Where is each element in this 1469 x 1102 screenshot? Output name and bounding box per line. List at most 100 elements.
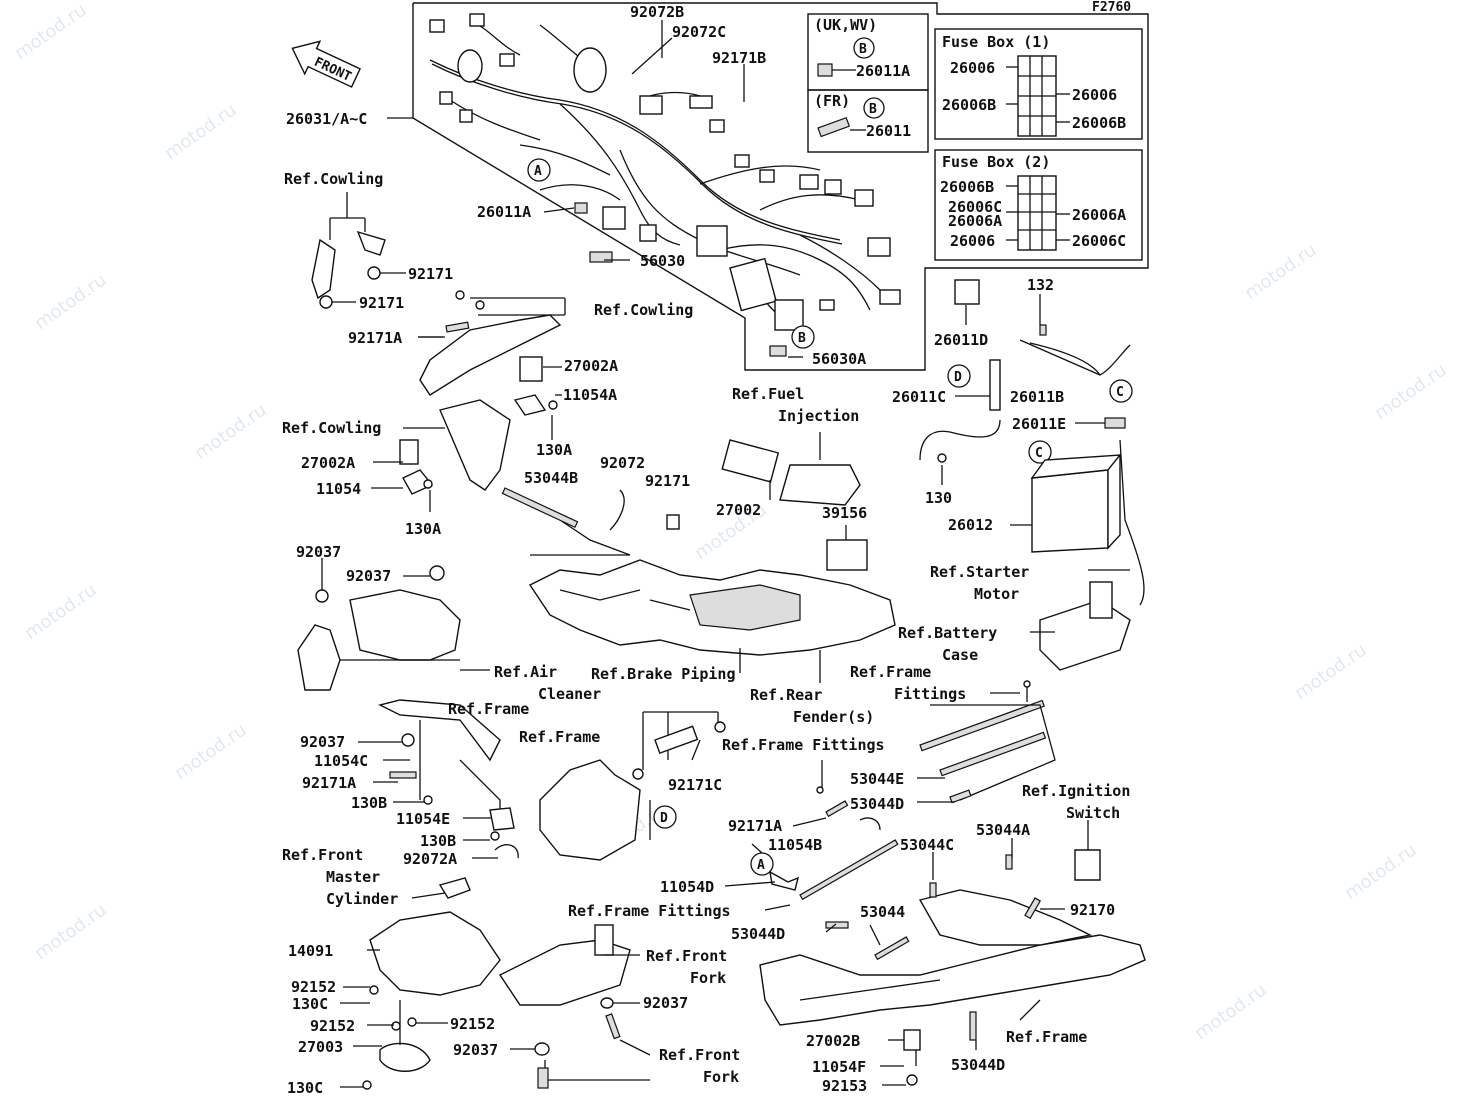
- part-label: 26011C: [892, 388, 946, 406]
- part-label: 11054B: [768, 836, 822, 854]
- part-label: 92152: [450, 1015, 495, 1033]
- part-label: 11054: [316, 480, 361, 498]
- marker-c: C: [1035, 446, 1043, 461]
- marker-d: D: [954, 370, 962, 385]
- fuse-box-1-title: Fuse Box (1): [942, 33, 1050, 51]
- part-label: 26012: [948, 516, 993, 534]
- ref-label: Ref.Front: [282, 846, 363, 864]
- watermark-text: motod.ru: [21, 580, 101, 645]
- part-label: 130B: [351, 794, 387, 812]
- brake-piping: [539, 711, 726, 861]
- watermark-text: motod.ru: [161, 100, 241, 165]
- ref-label: Ref.Rear: [750, 686, 822, 704]
- ref-label: Ref.Cowling: [594, 301, 693, 319]
- ref-label: Fork: [690, 969, 726, 987]
- part-label: 27002B: [806, 1032, 860, 1050]
- part-label: 53044C: [900, 836, 954, 854]
- part-label: 92171C: [668, 776, 722, 794]
- part-label: 92171: [645, 472, 690, 490]
- part-label: 53044: [860, 903, 905, 921]
- fuse-box-2-title: Fuse Box (2): [942, 153, 1050, 171]
- harness-group-outline: [412, 2, 1149, 371]
- part-label: 53044D: [951, 1056, 1005, 1074]
- ref-label: Fender(s): [793, 708, 874, 726]
- part-label: 11054D: [660, 878, 714, 896]
- main-wiring-harness: [429, 13, 901, 357]
- marker-b: B: [869, 102, 877, 117]
- part-label: 92171B: [712, 49, 766, 67]
- watermark-text: motod.ru: [11, 0, 91, 64]
- fuse-label: 26006: [1072, 86, 1117, 104]
- air-cleaner-cover: [297, 565, 490, 691]
- part-label: 92072: [600, 454, 645, 472]
- part-label: 26011D: [934, 331, 988, 349]
- watermark-text: motod.ru: [171, 720, 251, 785]
- part-label: 92072A: [403, 850, 457, 868]
- part-label: 130A: [405, 520, 441, 538]
- fuse-label: 26006: [950, 59, 995, 77]
- ref-label: Ref.Air: [494, 663, 557, 681]
- ref-label: Fittings: [894, 685, 966, 703]
- part-label: 130B: [420, 832, 456, 850]
- ref-label: Ref.Front: [646, 947, 727, 965]
- marker-b: B: [859, 42, 867, 57]
- part-label: 53044A: [976, 821, 1030, 839]
- ref-label: Fork: [703, 1068, 739, 1086]
- part-label: 11054F: [812, 1058, 866, 1076]
- part-label: 14091: [288, 942, 333, 960]
- ref-label: Ref.Ignition: [1022, 782, 1130, 800]
- ref-label: Ref.Frame: [519, 728, 600, 746]
- watermark-text: motod.ru: [31, 270, 111, 335]
- ref-label: Ref.Frame Fittings: [722, 736, 885, 754]
- part-label: 130C: [292, 995, 328, 1013]
- part-label: 92170: [1070, 901, 1115, 919]
- fuse-label: 26006A: [1072, 206, 1126, 224]
- ref-label: Switch: [1066, 804, 1120, 822]
- fuse-label: 26006C: [1072, 232, 1126, 250]
- part-label: 92152: [291, 978, 336, 996]
- ref-label: Cylinder: [326, 890, 398, 908]
- part-label: 11054A: [563, 386, 617, 404]
- part-26011-fr: 26011: [866, 122, 911, 140]
- part-label: 92171: [408, 265, 453, 283]
- marker-c: C: [1116, 385, 1124, 400]
- ref-label: Motor: [974, 585, 1019, 603]
- ref-label: Ref.Frame: [448, 700, 529, 718]
- ref-label: Ref.Starter: [930, 563, 1029, 581]
- part-label: 92037: [346, 567, 391, 585]
- frame-and-strips: [759, 680, 1146, 1086]
- part-label: 53044D: [731, 925, 785, 943]
- part-label: 130A: [536, 441, 572, 459]
- part-label: 53044D: [850, 795, 904, 813]
- part-label: 92037: [453, 1041, 498, 1059]
- part-label: 53044E: [850, 770, 904, 788]
- part-label: 39156: [822, 504, 867, 522]
- marker-d: D: [660, 811, 668, 826]
- part-label: 92171: [359, 294, 404, 312]
- ref-label: Master: [326, 868, 380, 886]
- ref-label: Ref.Frame Fittings: [568, 902, 731, 920]
- part-label: 130C: [287, 1079, 323, 1097]
- fuse-label: 26006B: [1072, 114, 1126, 132]
- part-label: 92037: [300, 733, 345, 751]
- figure-code: F2760: [1092, 0, 1131, 15]
- ref-label: Ref.Brake Piping: [591, 665, 736, 683]
- part-label: 27002A: [564, 357, 618, 375]
- fuse-label: 26006A: [948, 212, 1002, 230]
- part-label: 26031/A~C: [286, 110, 367, 128]
- ref-label: Ref.Frame: [850, 663, 931, 681]
- ref-label: Ref.Battery: [898, 624, 997, 642]
- watermark-text: motod.ru: [191, 400, 271, 465]
- leader-lines: [321, 20, 1105, 1088]
- part-label: 53044B: [524, 469, 578, 487]
- watermark-text: motod.ru: [1191, 980, 1271, 1045]
- part-label: 132: [1027, 276, 1054, 294]
- watermark-text: motod.ru: [1241, 240, 1321, 305]
- ref-label: Injection: [778, 407, 859, 425]
- part-label: 92153: [822, 1077, 867, 1095]
- part-label: 92152: [310, 1017, 355, 1035]
- markers: A B C C D D A: [527, 158, 1133, 876]
- part-label: 92171A: [302, 774, 356, 792]
- fuse-label: 26006B: [940, 178, 994, 196]
